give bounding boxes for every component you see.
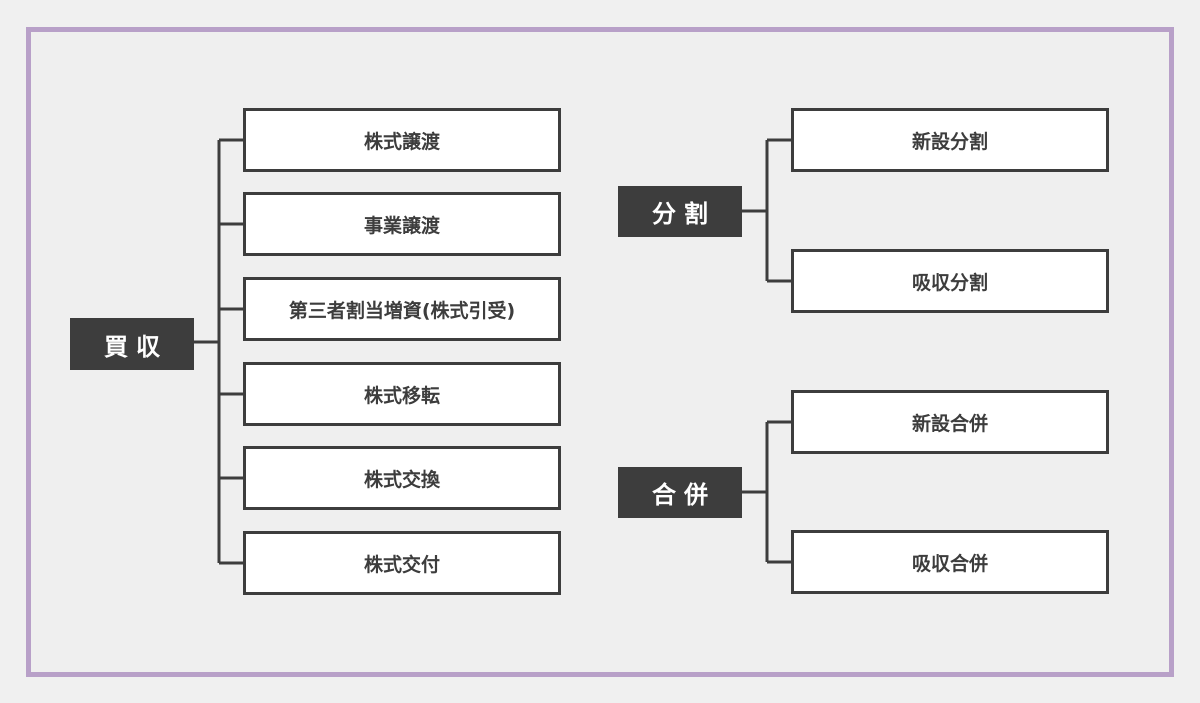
- acquisition-item-share-transfer: 株式譲渡: [243, 108, 561, 172]
- split-category: 分割: [618, 186, 742, 237]
- merger-item-absorption-merger: 吸収合併: [791, 530, 1109, 594]
- acquisition-item-third-party-allotment: 第三者割当増資(株式引受): [243, 277, 561, 341]
- merger-category: 合併: [618, 467, 742, 518]
- acquisition-item-share-exchange: 株式交換: [243, 446, 561, 510]
- split-item-new-split: 新設分割: [791, 108, 1109, 172]
- acquisition-item-share-transfer-holding: 株式移転: [243, 362, 561, 426]
- merger-item-new-merger: 新設合併: [791, 390, 1109, 454]
- acquisition-item-share-delivery: 株式交付: [243, 531, 561, 595]
- acquisition-item-business-transfer: 事業譲渡: [243, 192, 561, 256]
- split-item-absorption-split: 吸収分割: [791, 249, 1109, 313]
- acquisition-category: 買収: [70, 318, 194, 370]
